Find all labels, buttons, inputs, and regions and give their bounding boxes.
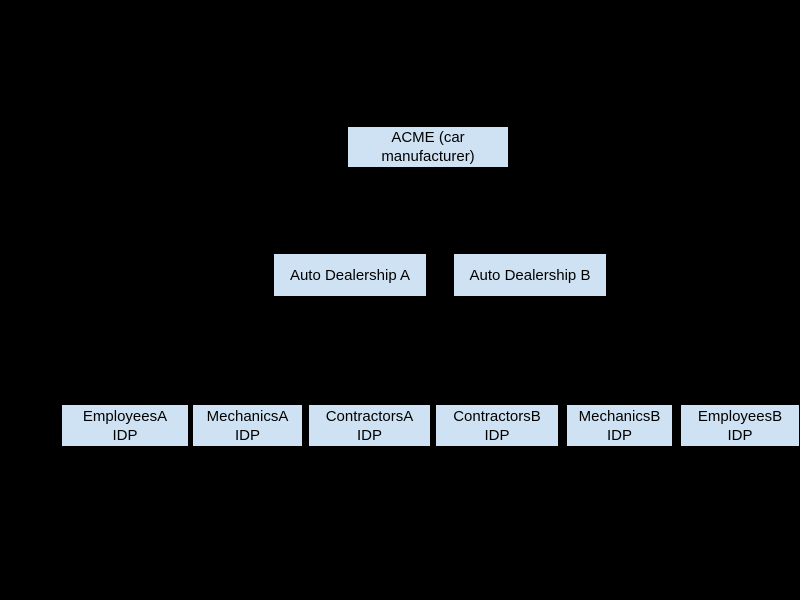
node-label-line: IDP bbox=[356, 426, 382, 444]
node-label-line: IDP bbox=[234, 426, 260, 444]
node-label-line: IDP bbox=[112, 426, 138, 444]
node-employees-b-idp: EmployeesB IDP bbox=[681, 405, 799, 446]
node-auto-dealership-a: Auto Dealership A bbox=[274, 254, 426, 296]
node-label-line: IDP bbox=[484, 426, 510, 444]
node-acme-car-manufacturer: ACME (car manufacturer) bbox=[348, 127, 508, 167]
node-contractors-a-idp: ContractorsA IDP bbox=[309, 405, 430, 446]
node-label-line: IDP bbox=[606, 426, 632, 444]
node-contractors-b-idp: ContractorsB IDP bbox=[436, 405, 558, 446]
node-label-line: manufacturer) bbox=[381, 148, 475, 165]
node-label-line: EmployeesB bbox=[697, 407, 783, 425]
node-mechanics-b-idp: MechanicsB IDP bbox=[567, 405, 672, 446]
node-label-line: Auto Dealership B bbox=[469, 266, 591, 284]
node-label-line: MechanicsA bbox=[206, 407, 289, 425]
node-label-line: ACME (car bbox=[391, 129, 465, 146]
node-employees-a-idp: EmployeesA IDP bbox=[62, 405, 188, 446]
node-label-line: EmployeesA bbox=[82, 407, 168, 425]
node-label-line: Auto Dealership A bbox=[289, 266, 411, 284]
node-label-line: MechanicsB bbox=[578, 407, 661, 425]
node-label-line: IDP bbox=[727, 426, 753, 444]
node-label-line: ContractorsA bbox=[325, 407, 414, 425]
node-mechanics-a-idp: MechanicsA IDP bbox=[193, 405, 302, 446]
node-auto-dealership-b: Auto Dealership B bbox=[454, 254, 606, 296]
node-label-line: ContractorsB bbox=[453, 407, 541, 425]
